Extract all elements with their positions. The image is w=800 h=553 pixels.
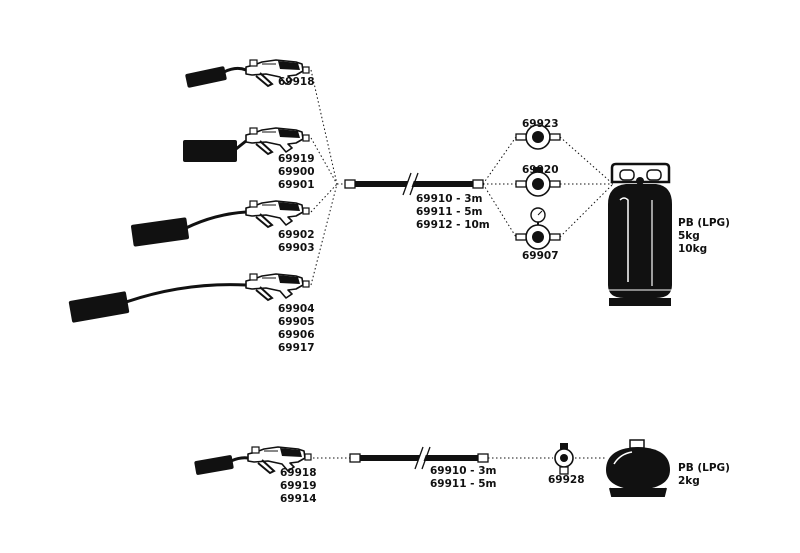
torch-label-bottom: 69918 69919 69914 [280, 467, 317, 505]
torch-label-1: 69918 [278, 76, 315, 88]
torch-69918 [185, 59, 310, 88]
hose-bottom [349, 446, 489, 470]
cylinder-label-small: PB (LPG) 2kg [678, 462, 730, 487]
regulator-69920 [515, 167, 561, 197]
gas-cylinder-large [608, 162, 672, 306]
regulator-label-69907: 69907 [522, 250, 559, 262]
regulator-label-69920: 69920 [522, 164, 559, 176]
cylinder-label-large: PB (LPG) 5kg 10kg [678, 217, 730, 255]
regulator-69928 [554, 443, 574, 475]
regulator-label-69923: 69923 [522, 118, 559, 130]
torch-label-2: 69919 69900 69901 [278, 153, 315, 191]
torch-69919 [183, 127, 310, 162]
regulator-connector-lines [482, 136, 614, 238]
hose-label-bottom: 69910 - 3m 69911 - 5m [430, 465, 497, 490]
torch-connector-lines [310, 69, 345, 286]
hose-top [344, 172, 484, 196]
regulator-69907 [515, 207, 561, 250]
gas-cylinder-small [606, 439, 670, 497]
torch-label-3: 69902 69903 [278, 229, 315, 254]
torch-69918-bottom [194, 446, 312, 475]
hose-label-top: 69910 - 3m 69911 - 5m 69912 - 10m [416, 193, 490, 231]
torch-label-4: 69904 69905 69906 69917 [278, 303, 315, 354]
torch-69904 [68, 273, 310, 323]
torch-69902 [131, 200, 310, 247]
regulator-label-69928: 69928 [548, 474, 585, 486]
